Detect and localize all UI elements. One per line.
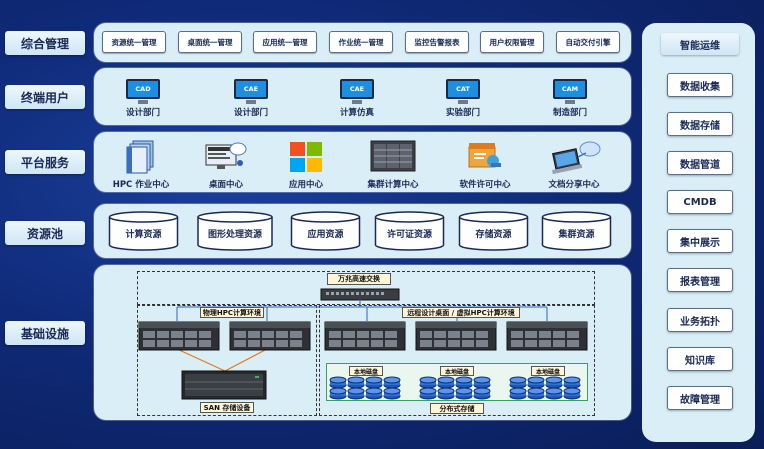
row-label-platform: 平台服务 — [5, 150, 85, 174]
local-disk-label: 本地磁盘 — [440, 366, 474, 376]
service-doc-share: 文档分享中心 — [534, 139, 614, 190]
row-label-terminal: 终端用户 — [5, 85, 85, 109]
service-label: 集群计算中心 — [367, 180, 419, 190]
physical-hpc-label: 物理HPC计算环境 — [200, 307, 264, 318]
ops-title: 智能运维 — [661, 33, 739, 55]
server-rack-icon — [369, 139, 417, 175]
monitor-icon: CAE — [234, 79, 268, 104]
service-license: 软件许可中心 — [445, 139, 525, 190]
virtual-zone — [319, 305, 595, 416]
row-label-mgmt: 综合管理 — [5, 31, 85, 55]
terminal-item: CAE 设计部门 — [221, 79, 281, 118]
service-desktop: 桌面中心 — [186, 139, 266, 190]
pool-label: 存储资源 — [475, 230, 512, 240]
server-icon — [138, 321, 220, 351]
terminal-label: 设计部门 — [233, 108, 268, 118]
terminal-label: 设计部门 — [125, 108, 160, 118]
service-label: 文档分享中心 — [548, 180, 600, 190]
row-label-pool: 资源池 — [5, 221, 85, 245]
terminal-item: CAE 计算仿真 — [327, 79, 387, 118]
pool-panel — [94, 204, 631, 258]
server-icon — [229, 321, 311, 351]
monitor-screen: CAD — [128, 81, 158, 97]
ops-item-topology[interactable]: 业务拓扑 — [667, 308, 733, 332]
terminal-item: CAM 制造部门 — [540, 79, 600, 118]
service-label: 软件许可中心 — [459, 180, 511, 190]
ops-item-data-pipeline[interactable]: 数据管道 — [667, 151, 733, 175]
disk-stack-icons — [329, 376, 581, 400]
monitor-screen: CAM — [555, 81, 585, 97]
ops-item-data-collect[interactable]: 数据收集 — [667, 73, 733, 97]
monitor-screen: CAE — [342, 81, 372, 97]
mgmt-button-delivery[interactable]: 自动交付引擎 — [556, 31, 620, 53]
san-label: SAN 存储设备 — [200, 402, 254, 413]
service-cluster: 集群计算中心 — [353, 139, 433, 190]
laptop-cloud-icon — [546, 139, 602, 175]
server-icon — [506, 321, 588, 351]
service-hpc: HPC 作业中心 — [101, 139, 181, 190]
local-disk-label: 本地磁盘 — [531, 366, 565, 376]
terminal-label: 计算仿真 — [339, 108, 374, 118]
pool-label: 许可证资源 — [386, 230, 432, 240]
switch-label: 万兆高速交换 — [327, 273, 391, 285]
pool-label: 应用资源 — [307, 230, 344, 240]
pool-cylinder: 计算资源 — [107, 211, 180, 251]
monitor-screen: CAE — [236, 81, 266, 97]
pool-label: 图形处理资源 — [207, 230, 262, 240]
terminal-item: CAT 实验部门 — [433, 79, 493, 118]
mgmt-button-resource[interactable]: 资源统一管理 — [102, 31, 166, 53]
terminal-label: 制造部门 — [552, 108, 587, 118]
ops-item-report[interactable]: 报表管理 — [667, 268, 733, 292]
mgmt-button-job[interactable]: 作业统一管理 — [329, 31, 393, 53]
monitor-icon: CAD — [126, 79, 160, 104]
ops-item-cmdb[interactable]: CMDB — [667, 190, 733, 214]
monitor-screen: CAT — [448, 81, 478, 97]
local-disk-label: 本地磁盘 — [349, 366, 383, 376]
ops-item-data-store[interactable]: 数据存储 — [667, 112, 733, 136]
pool-cylinder: 许可证资源 — [373, 211, 446, 251]
platform-panel — [94, 132, 631, 192]
app-grid-icon — [288, 139, 324, 175]
document-stack-icon — [125, 139, 157, 175]
desktop-cloud-icon — [204, 139, 248, 175]
switch-zone — [137, 271, 595, 305]
pool-label: 计算资源 — [125, 230, 162, 240]
distributed-label: 分布式存储 — [430, 403, 484, 414]
ops-item-fault[interactable]: 故障管理 — [667, 386, 733, 410]
terminal-item: CAD 设计部门 — [113, 79, 173, 118]
terminal-label: 实验部门 — [445, 108, 480, 118]
pool-cylinder: 存储资源 — [457, 211, 530, 251]
network-switch-icon — [320, 286, 400, 301]
san-storage-icon — [181, 370, 267, 400]
monitor-icon: CAT — [446, 79, 480, 104]
mgmt-button-desktop[interactable]: 桌面统一管理 — [178, 31, 242, 53]
pool-cylinder: 图形处理资源 — [195, 211, 275, 251]
pool-label: 集群资源 — [558, 230, 595, 240]
service-app: 应用中心 — [266, 139, 346, 190]
service-label: 桌面中心 — [208, 180, 243, 190]
ops-item-display[interactable]: 集中展示 — [667, 229, 733, 253]
server-icon — [415, 321, 497, 351]
mgmt-button-app[interactable]: 应用统一管理 — [253, 31, 317, 53]
mgmt-button-monitor[interactable]: 监控告警报表 — [405, 31, 469, 53]
row-label-infra: 基础设施 — [5, 321, 85, 345]
monitor-icon: CAE — [340, 79, 374, 104]
mgmt-button-user[interactable]: 用户权限管理 — [480, 31, 544, 53]
license-key-icon — [465, 139, 505, 175]
monitor-icon: CAM — [553, 79, 587, 104]
pool-cylinder: 应用资源 — [289, 211, 362, 251]
physical-zone — [137, 305, 317, 416]
service-label: HPC 作业中心 — [112, 180, 170, 190]
pool-cylinder: 集群资源 — [540, 211, 613, 251]
ops-item-knowledge[interactable]: 知识库 — [667, 347, 733, 371]
service-label: 应用中心 — [288, 180, 323, 190]
server-icon — [324, 321, 406, 351]
remote-hpc-label: 远程设计桌面 / 虚拟HPC计算环境 — [402, 307, 520, 318]
